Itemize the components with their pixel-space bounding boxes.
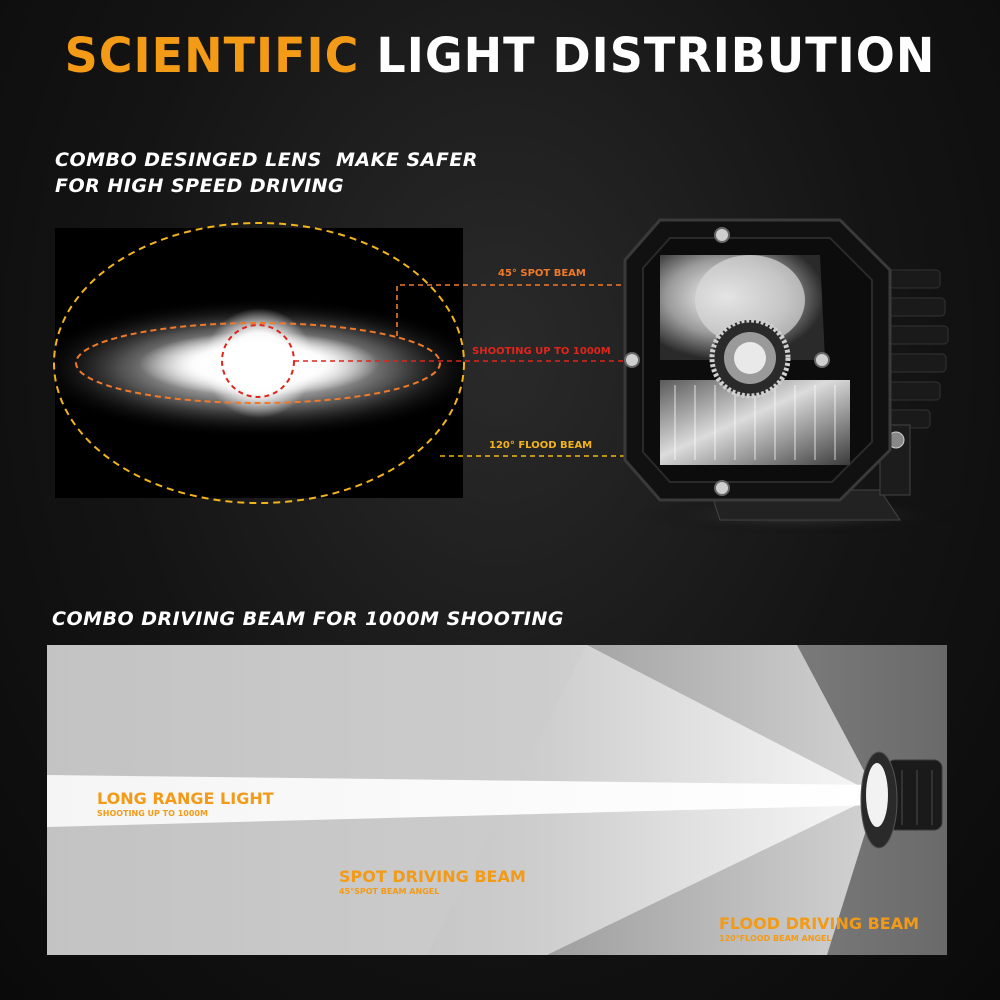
long-range-title: LONG RANGE LIGHT: [97, 789, 274, 808]
driving-beam-graphic: [47, 645, 947, 955]
section1-heading: COMBO DESINGED LENS MAKE SAFER FOR HIGH …: [55, 147, 478, 199]
flood-driving-label: FLOOD DRIVING BEAM 120°FLOOD BEAM ANGEL: [719, 914, 919, 943]
driving-beam-panel: [47, 645, 947, 955]
shooting-callout: SHOOTING UP TO 1000M: [472, 346, 611, 357]
beam-pattern-photo: [55, 228, 463, 498]
page-title: SCIENTIFIC LIGHT DISTRIBUTION: [0, 27, 1000, 84]
title-accent-word: SCIENTIFIC: [64, 26, 360, 84]
flood-beam-outline: [53, 222, 465, 504]
long-range-subtitle: SHOOTING UP TO 1000M: [97, 809, 208, 818]
long-range-label: LONG RANGE LIGHT SHOOTING UP TO 1000M: [97, 789, 274, 818]
flood-driving-title: FLOOD DRIVING BEAM: [719, 914, 920, 933]
spot-beam-outline: [75, 322, 441, 404]
title-main-words: LIGHT DISTRIBUTION: [376, 26, 936, 84]
section2-heading: COMBO DRIVING BEAM FOR 1000M SHOOTING: [52, 608, 564, 630]
spot-beam-callout: 45° SPOT BEAM: [498, 268, 586, 279]
flood-beam-callout: 120° FLOOD BEAM: [489, 440, 593, 451]
spot-driving-label: SPOT DRIVING BEAM 45°SPOT BEAM ANGEL: [339, 867, 526, 896]
led-pod-light-image: [600, 210, 980, 540]
section1-heading-line1: COMBO DESINGED LENS MAKE SAFER: [55, 149, 478, 171]
section1-heading-line2: FOR HIGH SPEED DRIVING: [55, 175, 345, 197]
long-range-outline: [221, 324, 295, 398]
spot-callout-line: [396, 284, 665, 336]
spot-driving-subtitle: 45°SPOT BEAM ANGEL: [339, 887, 440, 896]
flood-driving-subtitle: 120°FLOOD BEAM ANGEL: [719, 934, 832, 943]
spot-driving-title: SPOT DRIVING BEAM: [339, 867, 526, 886]
beam-pattern-image: [55, 228, 463, 498]
